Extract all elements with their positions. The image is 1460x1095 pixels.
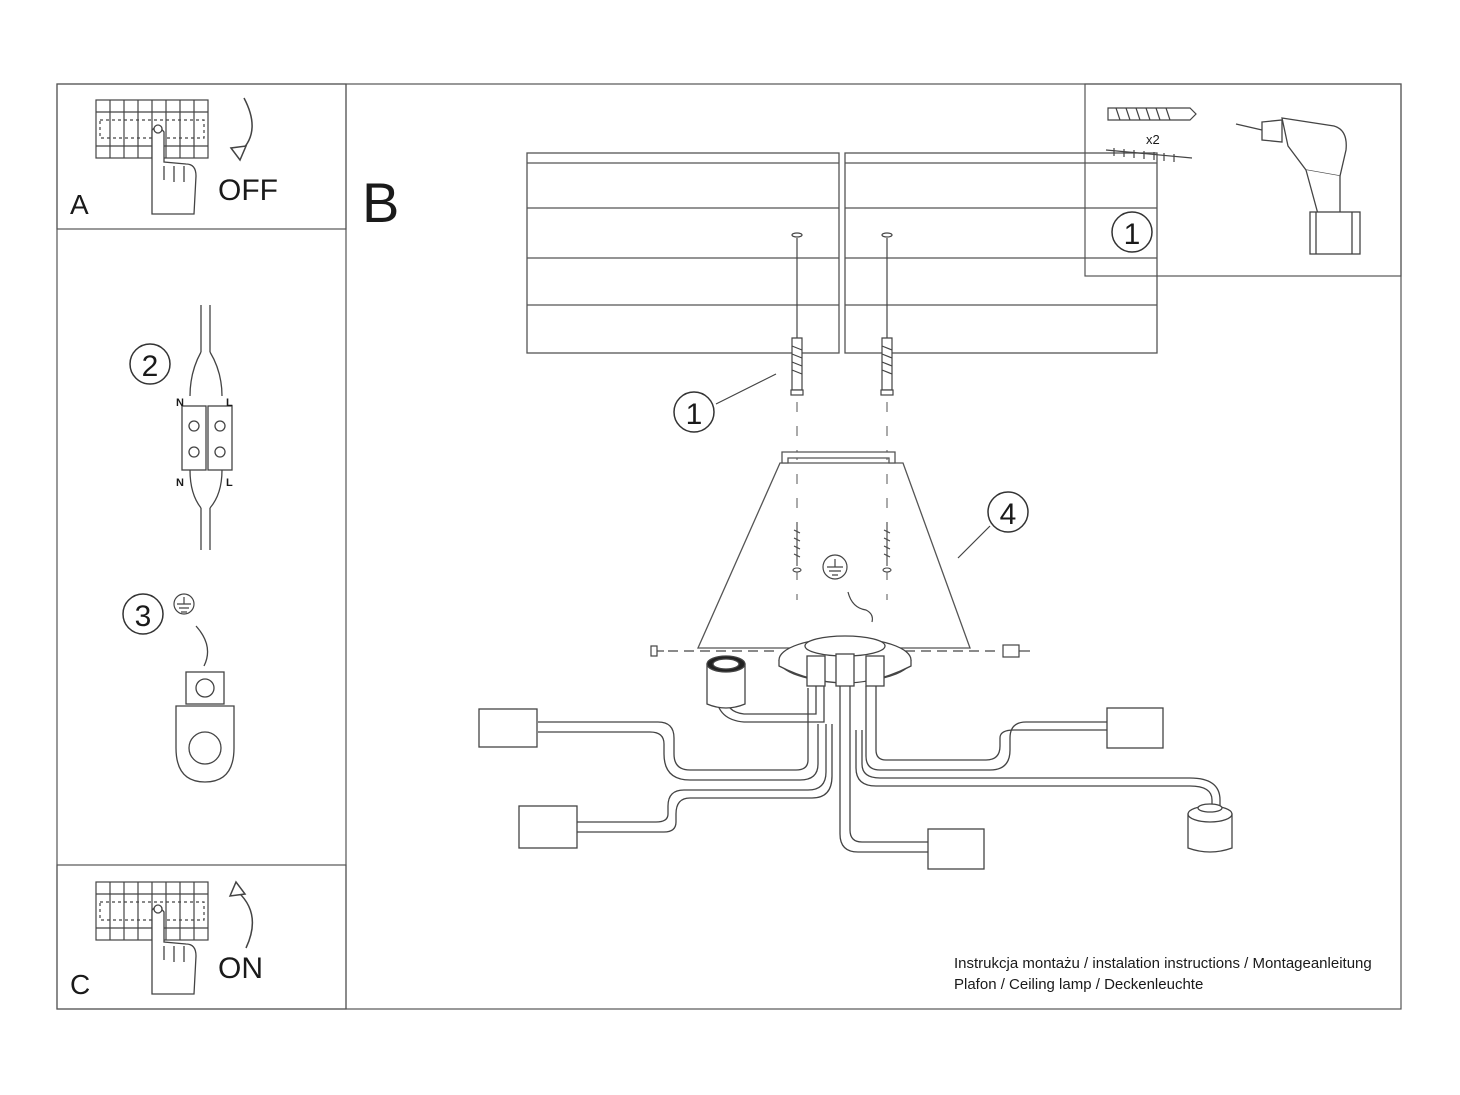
wire-neutral-top-label: N (176, 397, 184, 409)
instructions-caption: Instrukcja montażu / instalation instruc… (954, 953, 1394, 995)
screw-icon (1105, 148, 1193, 162)
wall-plug-icon (1107, 107, 1197, 121)
page-frame (56, 83, 1402, 1010)
step-1-mount-number: 1 (686, 398, 703, 431)
step-4-callout: 4 (957, 491, 1029, 559)
step-3-ground: 3 (122, 593, 235, 783)
step-2-number: 2 (142, 350, 159, 383)
arrow-up-icon (237, 891, 254, 949)
panel-c-breaker-on: ON C (70, 880, 263, 1000)
lamp-base-disc (778, 635, 912, 687)
lamp-heads (478, 655, 1233, 870)
arrow-down-icon (239, 97, 253, 153)
plug-quantity: x2 (1146, 132, 1160, 147)
canopy-cone (697, 451, 971, 649)
panel-b-letter: B (362, 171, 399, 234)
panel-c-letter: C (70, 969, 90, 1000)
ground-symbol-icon (822, 554, 873, 623)
panel-a-state: OFF (218, 174, 278, 207)
tools-box: x2 1 (1105, 107, 1361, 255)
panel-a-letter: A (70, 189, 89, 220)
pointing-hand-icon (151, 904, 197, 995)
wall-plugs (790, 232, 894, 396)
wire-live-top-label: L (226, 397, 233, 409)
panel-c-state: ON (218, 952, 263, 985)
step-2-wiring: 2 N L N L (129, 305, 233, 550)
caption-line-2: Plafon / Ceiling lamp / Deckenleuchte (954, 976, 1204, 993)
canopy-screws (792, 522, 892, 573)
wire-live-bottom-label: L (226, 477, 233, 489)
step-3-number: 3 (135, 600, 152, 633)
guide-lines (796, 402, 888, 600)
wire-neutral-bottom-label: N (176, 477, 184, 489)
pointing-hand-icon (151, 124, 197, 215)
lamp-arms (538, 686, 1221, 853)
ceiling-boards (526, 152, 1158, 354)
step-1-drill-number: 1 (1124, 218, 1141, 251)
step-4-number: 4 (1000, 498, 1017, 531)
ground-symbol-icon (173, 593, 195, 615)
panel-a-breaker-off: OFF A (70, 97, 278, 220)
drill-icon (1235, 117, 1361, 255)
side-screws (650, 644, 1030, 658)
caption-line-1: Instrukcja montażu / instalation instruc… (954, 955, 1372, 972)
step-1-callout: 1 (673, 373, 777, 433)
ground-terminal-icon (175, 671, 235, 783)
connector-block-icon (181, 305, 233, 550)
